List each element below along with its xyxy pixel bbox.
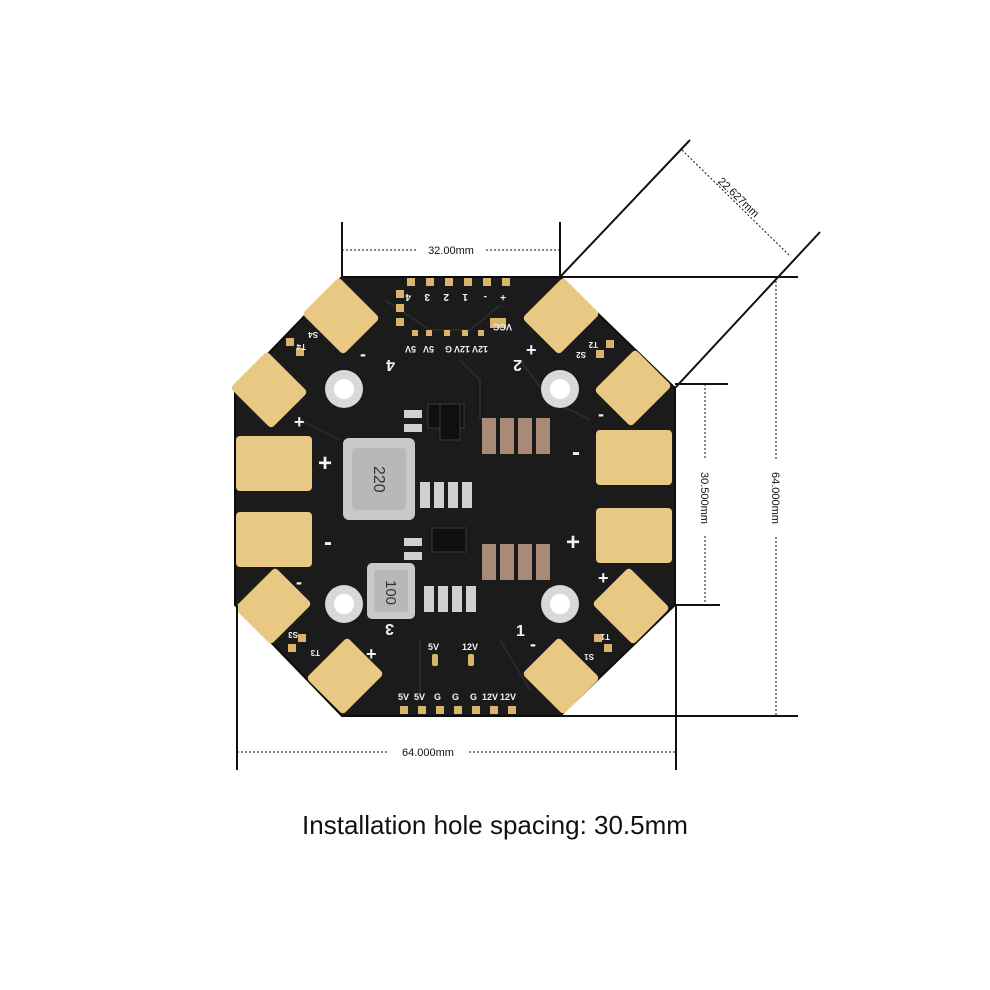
bottom-label-5v-b: 5V — [414, 692, 425, 702]
signal-label-t2: T2 — [588, 340, 598, 349]
dim-label-hole-spacing: 30.500mm — [698, 472, 710, 524]
pin-label-plus: + — [500, 291, 506, 302]
dim-diag-ext-a — [559, 139, 691, 278]
signal-label-s3: S3 — [288, 630, 298, 639]
batt-left-minus: - — [324, 529, 332, 556]
pad-m4-a — [303, 278, 379, 354]
pad-m2-a — [523, 278, 599, 354]
bottom-label-g-a: G — [434, 692, 441, 702]
power-label-g: G — [445, 344, 452, 354]
batt-left-plus: + — [318, 450, 332, 477]
regulator-label-5v: 5V — [428, 642, 439, 652]
pad-m2-b — [595, 350, 671, 426]
power-label-12v-b: 12V — [454, 344, 470, 354]
motor-number-4: 4 — [386, 356, 395, 373]
power-label-5v-a: 5V — [423, 344, 434, 354]
motor-pads — [231, 278, 671, 714]
signal-label-s2: S2 — [576, 350, 586, 359]
motor-number-2: 2 — [513, 356, 522, 373]
signal-pads — [286, 338, 614, 652]
smd-components — [404, 410, 550, 612]
pad-m1-b — [523, 638, 599, 714]
pad-batt-left-minus — [236, 512, 312, 567]
battery-pads — [236, 430, 672, 567]
dim-diag-line — [681, 149, 791, 257]
m2-minus: - — [598, 404, 604, 424]
pad-batt-right-minus — [596, 430, 672, 485]
signal-label-s1: S1 — [584, 652, 594, 661]
top-header-pads — [396, 278, 510, 336]
pin-label-1: 1 — [462, 291, 468, 302]
pad-m3-a — [235, 568, 311, 644]
ic-bottom — [431, 527, 467, 553]
dim-label-top-width: 32.00mm — [428, 245, 474, 257]
bottom-label-g-c: G — [470, 692, 477, 702]
pad-m3-b — [307, 638, 383, 714]
mounting-holes — [325, 370, 579, 623]
silkscreen: 4 3 2 1 - + VCC 12V 12V G 5V 5V 5V 5V G … — [288, 291, 610, 702]
inductors — [343, 438, 415, 619]
m1-plus: + — [598, 568, 609, 588]
pad-batt-right-plus — [596, 508, 672, 563]
batt-right-plus: + — [566, 529, 580, 556]
signal-label-s4: S4 — [308, 330, 318, 339]
signal-label-t4: T4 — [296, 342, 306, 351]
bottom-label-12v-a: 12V — [482, 692, 498, 702]
dim-label-total-width: 64.000mm — [402, 747, 454, 759]
bottom-label-g-b: G — [452, 692, 459, 702]
pin-label-minus: - — [484, 291, 487, 302]
bottom-header-pads — [400, 654, 516, 714]
m4-minus: - — [360, 344, 366, 364]
m2-plus: + — [526, 340, 537, 360]
m4-plus: + — [294, 412, 305, 432]
dim-label-total-height: 64.000mm — [769, 472, 781, 524]
m1-minus: - — [530, 634, 536, 654]
dimension-lines — [236, 139, 821, 770]
m3-plus: + — [366, 644, 377, 664]
pad-batt-left-plus — [236, 436, 312, 491]
pad-m4-b — [231, 352, 307, 428]
bottom-label-5v-a: 5V — [398, 692, 409, 702]
pad-m1-a — [593, 568, 669, 644]
m3-minus: - — [296, 572, 302, 592]
power-label-12v-a: 12V — [472, 344, 488, 354]
dim-label-diagonal: 22.627mm — [715, 175, 761, 220]
pin-label-4: 4 — [405, 291, 411, 302]
pcb-board: 4 3 2 1 - + VCC 12V 12V G 5V 5V 5V 5V G … — [231, 276, 676, 717]
inductor-label-220: 220 — [370, 466, 387, 493]
caption: Installation hole spacing: 30.5mm — [302, 810, 688, 840]
pin-label-3: 3 — [424, 291, 430, 302]
motor-number-1: 1 — [516, 623, 525, 640]
batt-right-minus: - — [572, 439, 580, 466]
power-label-5v-b: 5V — [405, 344, 416, 354]
signal-label-t3: T3 — [310, 648, 320, 657]
motor-number-3: 3 — [385, 620, 394, 637]
ic-chips — [427, 403, 467, 553]
inductor-label-100: 100 — [382, 580, 399, 605]
pin-label-2: 2 — [443, 291, 449, 302]
vcc-label: VCC — [492, 322, 512, 332]
signal-label-t1: T1 — [600, 632, 610, 641]
dim-diag-ext-b — [674, 231, 821, 389]
bottom-label-12v-b: 12V — [500, 692, 516, 702]
regulator-label-12v: 12V — [462, 642, 478, 652]
